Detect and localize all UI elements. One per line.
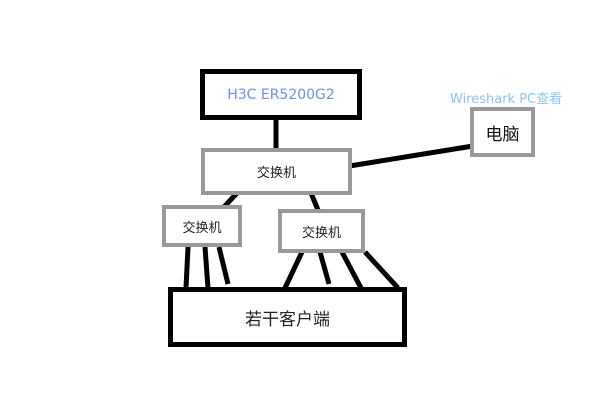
link-right-client	[339, 250, 364, 290]
link-left-client	[183, 246, 191, 289]
left-switch-node: 交换机	[162, 205, 242, 247]
pc-node: 电脑	[470, 107, 535, 157]
right-switch-label: 交换机	[301, 225, 341, 241]
router-node: H3C ER5200G2	[200, 69, 362, 120]
link-right-client	[363, 250, 400, 290]
core-switch-node: 交换机	[201, 148, 352, 195]
clients-label: 若干客户端	[245, 309, 330, 330]
router-label: H3C ER5200G2	[227, 86, 335, 103]
pc-label: 电脑	[485, 124, 520, 145]
link-core-right	[308, 192, 321, 211]
link-left-client	[202, 246, 211, 289]
link-core-left	[222, 191, 239, 209]
link-right-client	[317, 251, 332, 285]
right-switch-node: 交换机	[278, 209, 365, 253]
link-right-client	[282, 250, 305, 290]
left-switch-label: 交换机	[182, 220, 222, 236]
link-core-pc	[336, 143, 474, 171]
pc-note: Wireshark PC查看	[450, 92, 563, 107]
clients-node: 若干客户端	[168, 287, 407, 347]
link-left-client	[216, 246, 231, 285]
core-switch-label: 交换机	[256, 166, 296, 181]
